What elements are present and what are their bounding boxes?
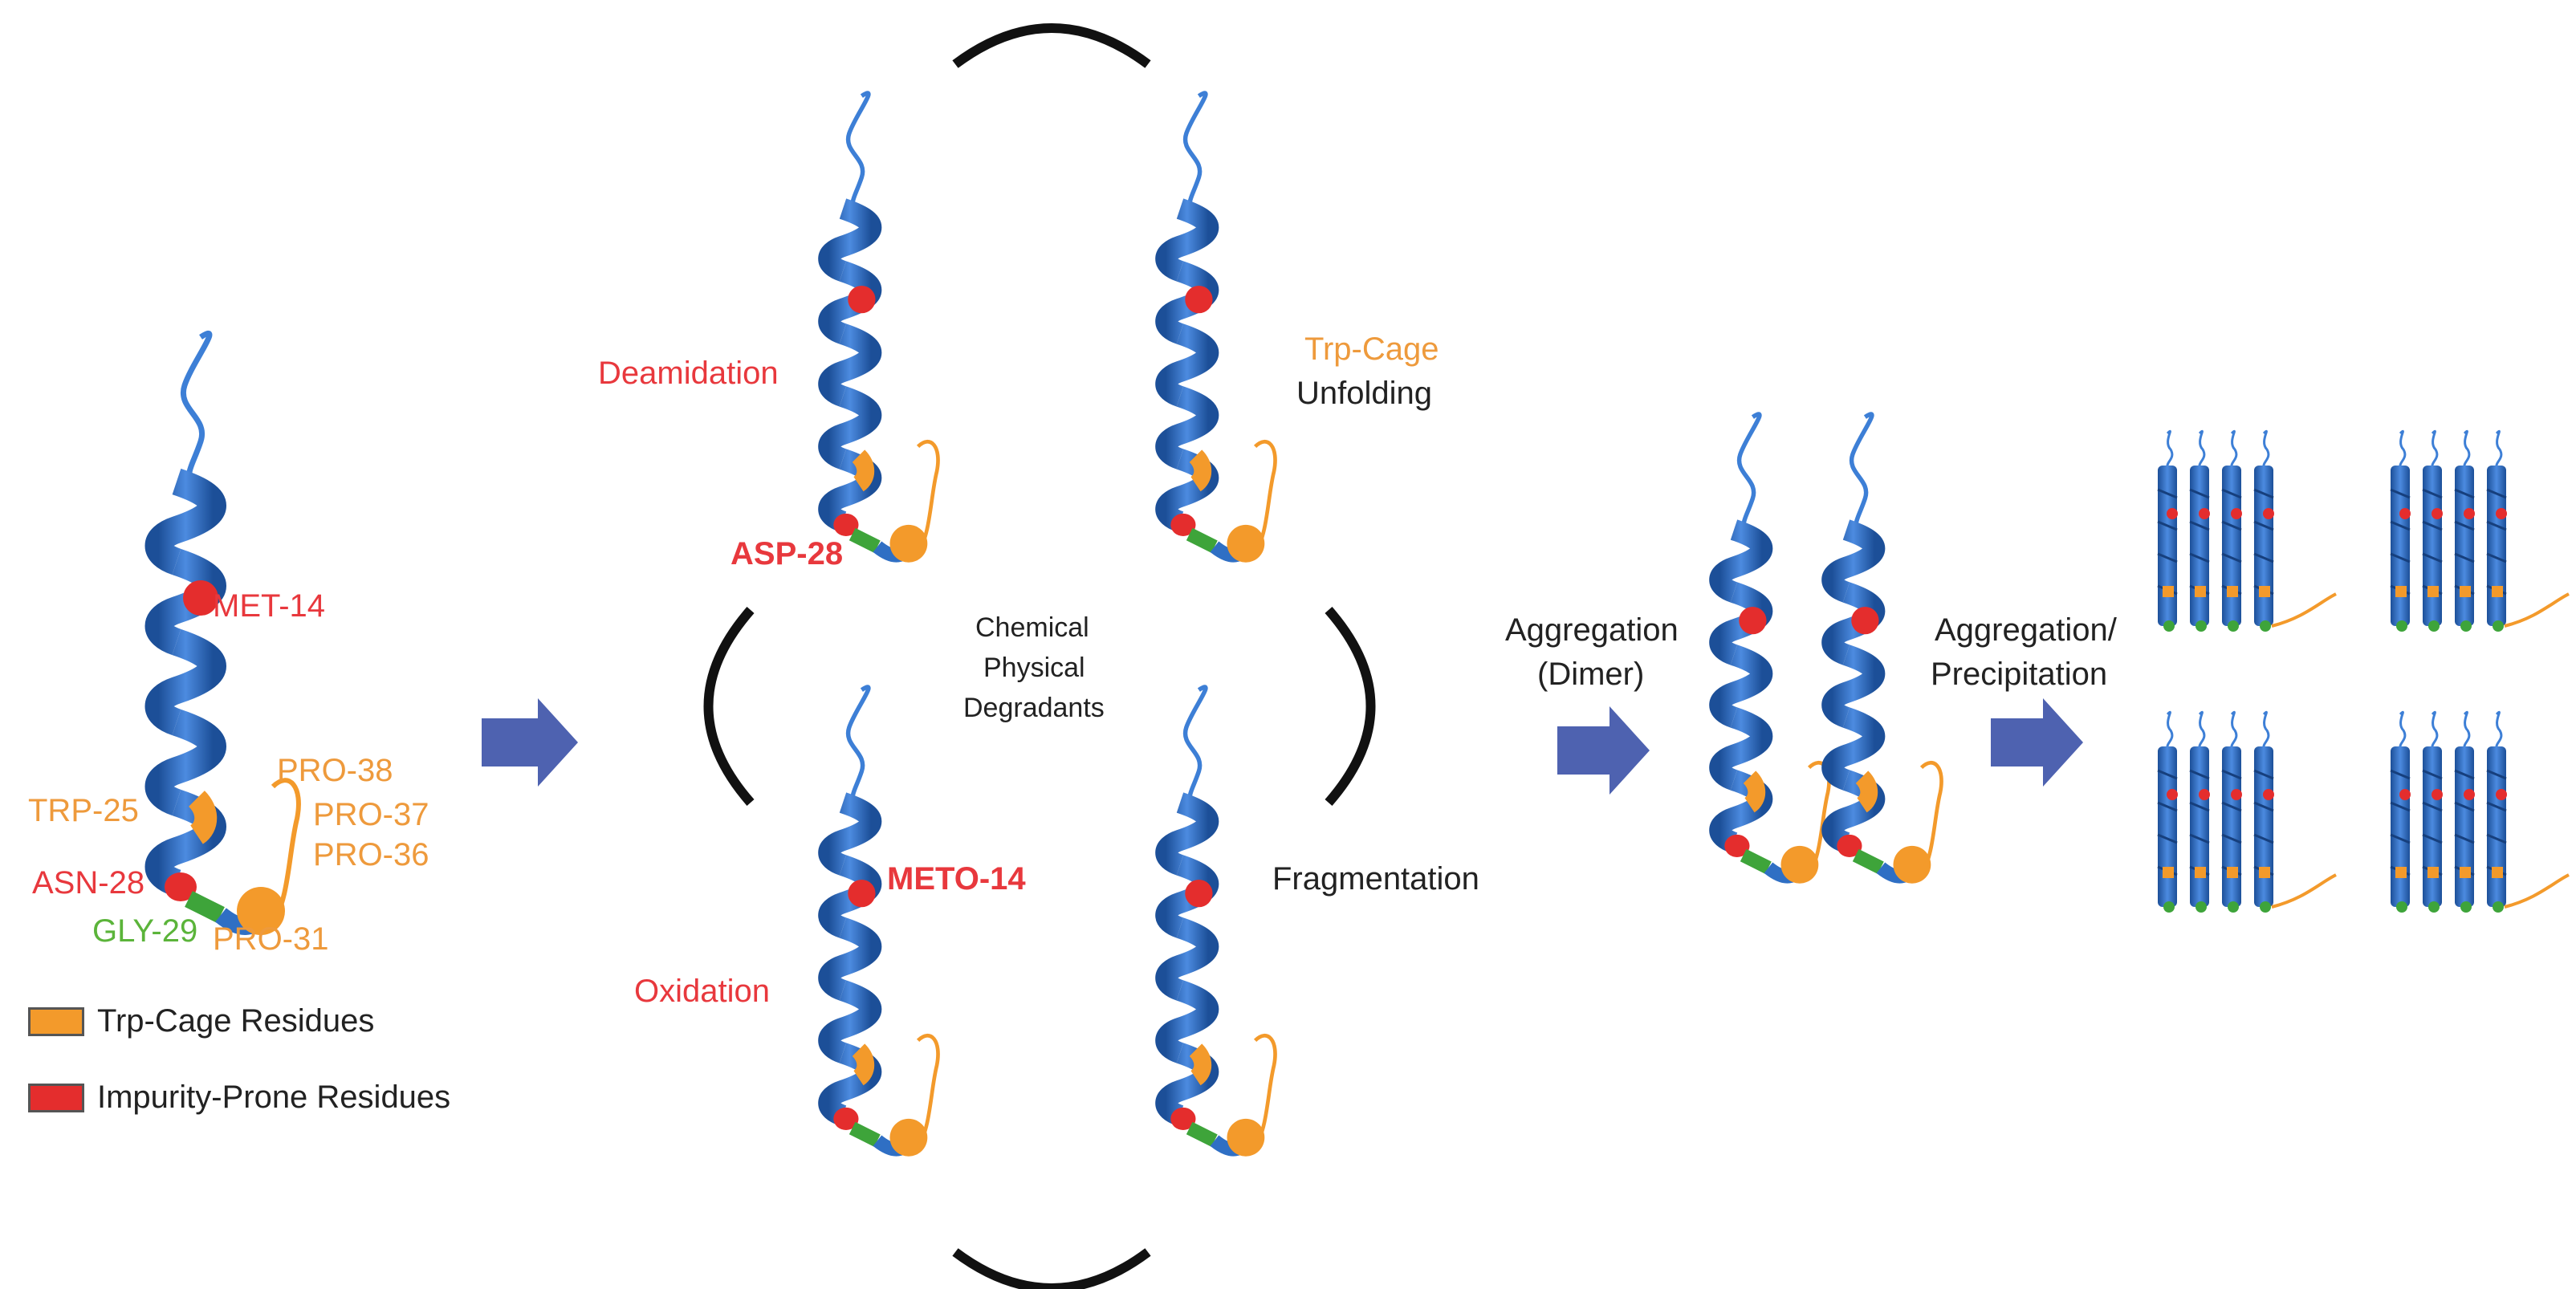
legend-swatch-impurity xyxy=(28,1083,84,1112)
aggregate-cluster-1 xyxy=(2156,429,2337,633)
arrow-2 xyxy=(1557,706,1650,795)
label-fragmentation: Fragmentation xyxy=(1272,861,1479,897)
legend-label-impurity: Impurity-Prone Residues xyxy=(97,1080,451,1115)
left-bracket xyxy=(703,607,755,806)
native-peptide-structure xyxy=(159,333,299,935)
aggregate-cluster-3 xyxy=(2156,710,2337,914)
label-trp-25: TRP-25 xyxy=(28,793,139,828)
label-pro-36: PRO-36 xyxy=(313,837,429,872)
top-bracket xyxy=(952,23,1151,68)
label-physical: Physical xyxy=(983,653,1085,683)
label-asp-28: ASP-28 xyxy=(730,536,844,571)
dimer-structure-b xyxy=(1832,414,1941,884)
aggregate-cluster-2 xyxy=(2389,429,2570,633)
label-aggregation-2: Aggregation/ xyxy=(1935,612,2117,648)
label-trp-cage: Trp-Cage xyxy=(1304,331,1439,367)
dimer-structure-a xyxy=(1719,414,1829,884)
legend-impurity: Impurity-Prone Residues xyxy=(28,1080,450,1116)
aggregate-cluster-4 xyxy=(2389,710,2570,914)
arrow-1 xyxy=(482,698,578,787)
label-aggregation: Aggregation xyxy=(1505,612,1679,648)
label-unfolding: Unfolding xyxy=(1296,376,1433,411)
label-gly-29: GLY-29 xyxy=(92,913,198,949)
label-pro-37: PRO-37 xyxy=(313,797,429,832)
oxidation-structure xyxy=(828,687,938,1157)
label-pro-38: PRO-38 xyxy=(277,753,393,788)
legend-label-trp-cage: Trp-Cage Residues xyxy=(97,1003,375,1039)
label-chemical: Chemical xyxy=(975,612,1089,643)
trp-cage-unfolding-structure xyxy=(1166,93,1275,563)
label-oxidation: Oxidation xyxy=(634,974,770,1009)
label-meto-14: METO-14 xyxy=(887,861,1026,897)
label-asn-28: ASN-28 xyxy=(32,865,145,901)
bottom-bracket xyxy=(952,1248,1151,1289)
fragmentation-structure xyxy=(1166,687,1275,1157)
arrow-3 xyxy=(1991,698,2083,787)
label-degradants: Degradants xyxy=(963,693,1105,723)
legend-trp-cage: Trp-Cage Residues xyxy=(28,1003,374,1039)
label-dimer: (Dimer) xyxy=(1537,657,1645,692)
deamidation-structure xyxy=(828,93,938,563)
label-deamidation: Deamidation xyxy=(598,356,779,391)
legend-swatch-trp-cage xyxy=(28,1006,84,1036)
label-met-14: MET-14 xyxy=(213,588,326,624)
label-pro-31: PRO-31 xyxy=(213,921,329,957)
label-precipitation: Precipitation xyxy=(1931,657,2108,692)
right-bracket xyxy=(1325,607,1376,806)
